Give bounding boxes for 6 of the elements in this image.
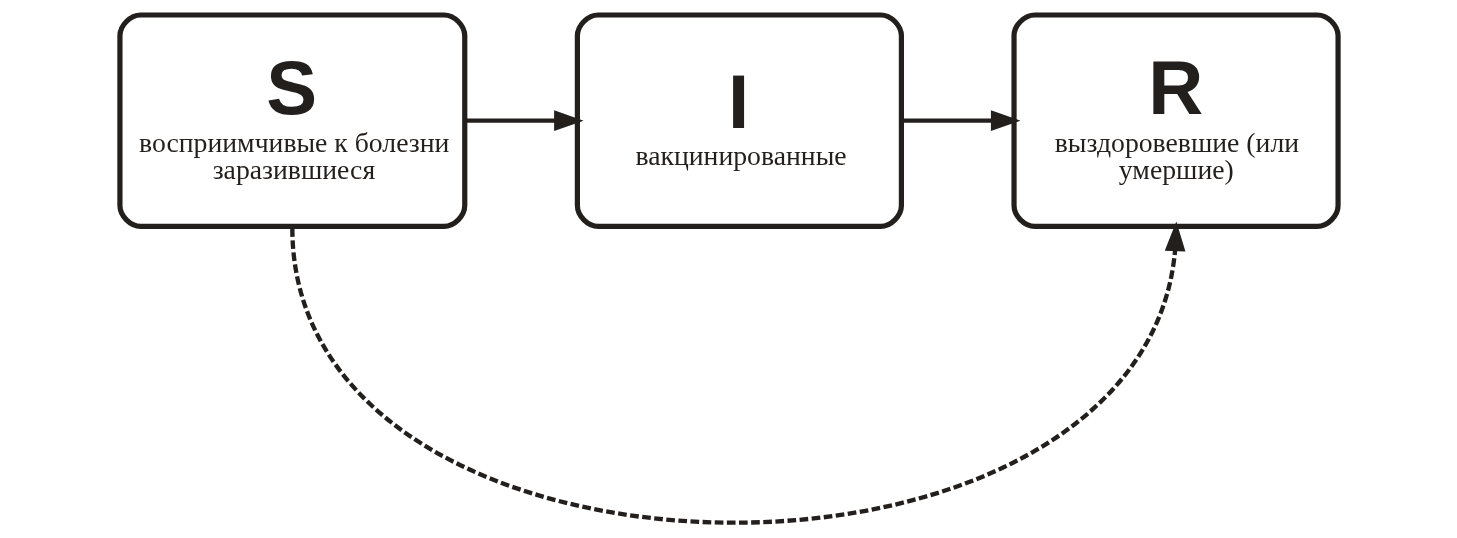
node-box: S восприимчивые к болезни заразившиеся xyxy=(116,12,467,229)
arrow xyxy=(464,110,584,131)
node-box: I вакцинированные xyxy=(574,12,904,229)
arrow xyxy=(901,110,1020,131)
node-box: R выздоровевшие (или умершие) xyxy=(1010,12,1341,229)
arrow xyxy=(289,221,1185,525)
